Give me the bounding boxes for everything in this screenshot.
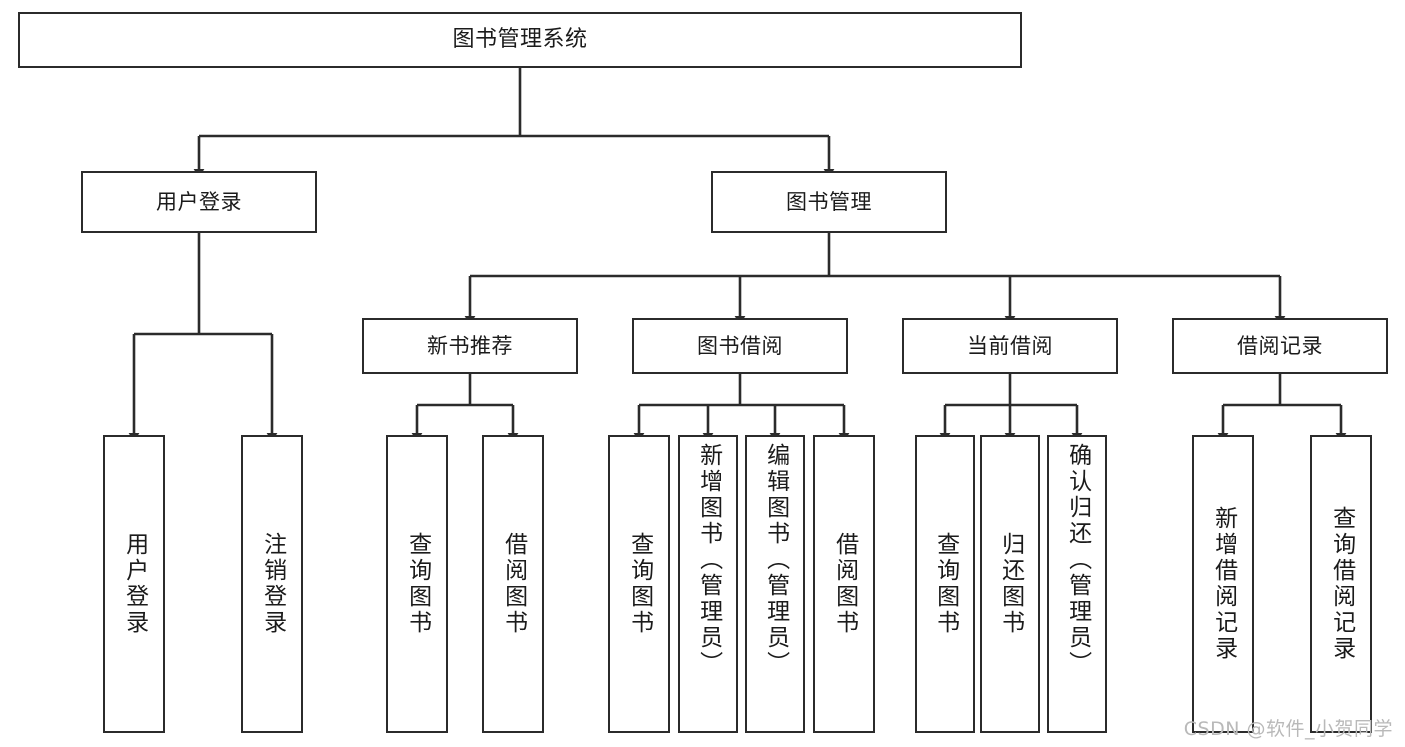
node-root[interactable]: 图书管理系统 [18,12,1022,68]
watermark-text: CSDN @软件_小贺同学 [1183,718,1393,740]
node-leaf-user-login[interactable]: 用户登录 [103,435,165,733]
node-new-book-recommend[interactable]: 新书推荐 [362,318,578,374]
node-leaf-edit-book-admin[interactable]: 编辑图书（管理员） [745,435,805,733]
node-leaf-add-borrow-record[interactable]: 新增借阅记录 [1192,435,1254,733]
node-current-borrow[interactable]: 当前借阅 [902,318,1118,374]
node-leaf-query-borrow-record[interactable]: 查询借阅记录 [1310,435,1372,733]
node-leaf-query-book-1[interactable]: 查询图书 [386,435,448,733]
node-label: 查询图书 [626,532,653,636]
node-leaf-query-book-2[interactable]: 查询图书 [608,435,670,733]
node-leaf-logout[interactable]: 注销登录 [241,435,303,733]
node-book-borrow[interactable]: 图书借阅 [632,318,848,374]
node-label: 查询图书 [404,532,431,636]
node-label: 注销登录 [259,532,286,636]
node-label: 编辑图书（管理员） [762,443,789,677]
node-label: 当前借阅 [967,333,1053,358]
node-label: 归还图书 [997,532,1024,636]
node-leaf-confirm-return-admin[interactable]: 确认归还（管理员） [1047,435,1107,733]
node-book-manage[interactable]: 图书管理 [711,171,947,233]
node-label: 借阅图书 [831,532,858,636]
node-label: 用户登录 [121,532,148,636]
node-label: 用户登录 [156,189,242,214]
node-leaf-borrow-book-1[interactable]: 借阅图书 [482,435,544,733]
node-label: 新增借阅记录 [1210,506,1237,662]
node-leaf-borrow-book-2[interactable]: 借阅图书 [813,435,875,733]
node-leaf-query-book-3[interactable]: 查询图书 [915,435,975,733]
node-label: 借阅记录 [1237,333,1323,358]
node-label: 确认归还（管理员） [1064,443,1091,677]
node-user-login[interactable]: 用户登录 [81,171,317,233]
node-label: 查询借阅记录 [1328,506,1355,662]
node-label: 图书管理 [786,189,872,214]
node-leaf-return-book[interactable]: 归还图书 [980,435,1040,733]
node-borrow-records[interactable]: 借阅记录 [1172,318,1388,374]
node-leaf-add-book-admin[interactable]: 新增图书（管理员） [678,435,738,733]
node-label: 图书管理系统 [452,27,588,53]
node-label: 新增图书（管理员） [695,443,722,677]
node-label: 图书借阅 [697,333,783,358]
node-label: 新书推荐 [427,333,513,358]
node-label: 查询图书 [932,532,959,636]
node-label: 借阅图书 [500,532,527,636]
